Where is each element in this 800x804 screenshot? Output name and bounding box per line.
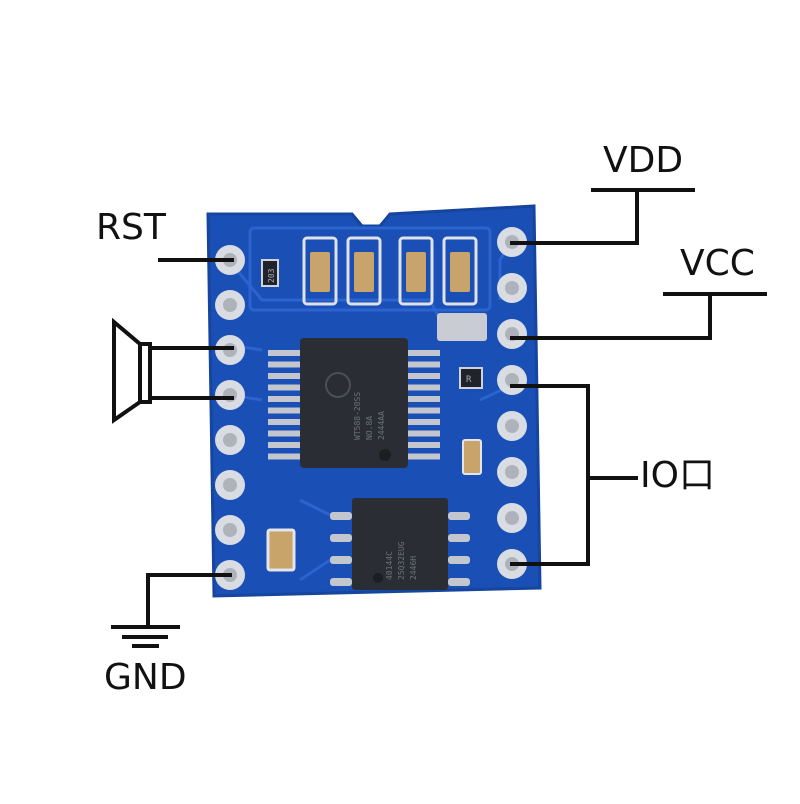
pad-left-hole (223, 478, 237, 492)
flash-chip-pin (330, 512, 352, 520)
pad-right-hole (505, 511, 519, 525)
capacitor-bottom-left (266, 528, 296, 572)
main-chip-text-3: 2444AA (377, 411, 386, 440)
flash-chip-pin (330, 556, 352, 564)
crystal-pad (437, 313, 487, 341)
component-outline (442, 236, 478, 306)
flash-chip: 40144C 25Q32EUG 2446H (330, 498, 470, 590)
main-chip-pin (268, 350, 300, 356)
flash-chip-pin (330, 578, 352, 586)
main-chip-pin (268, 430, 300, 437)
main-chip-pin (408, 350, 440, 356)
vcc-line (510, 292, 712, 340)
resistor-r (459, 367, 483, 389)
speaker-icon (112, 317, 152, 424)
rst-label: RST (96, 207, 166, 248)
main-chip-pin (408, 442, 440, 448)
flash-chip-pin (448, 512, 470, 520)
capacitor (450, 252, 470, 292)
main-chip-pin (408, 453, 440, 460)
pad-left-hole (223, 298, 237, 312)
capacitor (310, 252, 330, 292)
capacitor-right-1 (462, 439, 482, 475)
flash-chip-pin (330, 534, 352, 542)
main-chip-pin (268, 361, 300, 368)
main-chip-text-2: NO.8A (365, 416, 374, 440)
main-chip-pin (408, 361, 440, 368)
main-chip-pin (268, 373, 300, 379)
pad-left-hole (223, 523, 237, 537)
main-chip-pin (268, 396, 300, 402)
pad-right-hole (505, 419, 519, 433)
pcb-traces (228, 226, 514, 582)
flash-chip-text-1: 40144C (385, 551, 394, 580)
flash-chip-pins (330, 512, 470, 586)
main-chip-logo (325, 372, 351, 398)
flash-chip-body (352, 498, 448, 590)
component-outline (398, 236, 434, 306)
io-label: IO口 (640, 455, 715, 496)
resistor-203 (261, 259, 279, 287)
flash-chip-pin (448, 578, 470, 586)
top-components (302, 236, 478, 306)
flash-chip-pin (448, 534, 470, 542)
annotation-lines (111, 188, 767, 648)
main-chip-pin (408, 419, 440, 425)
main-chip-pin (268, 442, 300, 448)
resistor-203-code: 203 (267, 268, 276, 283)
main-chip-pin (408, 430, 440, 437)
main-chip-pins-right (408, 350, 440, 460)
side-components: R 203 (261, 259, 487, 572)
main-chip-pin (268, 384, 300, 391)
main-chip-pin (408, 407, 440, 414)
main-chip-pins-left (268, 350, 300, 460)
vcc-label: VCC (680, 243, 755, 284)
flash-chip-text-2: 25Q32EUG (397, 541, 406, 580)
pad-left-hole (223, 433, 237, 447)
pad-right-hole (505, 465, 519, 479)
capacitor (406, 252, 426, 292)
resistor-r-code: R (466, 375, 472, 385)
flash-chip-text-3: 2446H (409, 556, 418, 580)
pad-right-hole (505, 373, 519, 387)
main-chip-text-1: WT588-20SS (353, 392, 362, 440)
pad-right-hole (505, 281, 519, 295)
vdd-label: VDD (603, 140, 684, 181)
gnd-label: GND (104, 657, 187, 698)
main-chip: WT588-20SS NO.8A 2444AA (268, 338, 440, 468)
component-outline (302, 236, 338, 306)
gnd-line (146, 573, 232, 627)
main-chip-pin (408, 373, 440, 379)
main-chip-pin (268, 419, 300, 425)
flash-chip-dot (373, 573, 383, 583)
pads-left (215, 245, 245, 590)
main-chip-dot (379, 449, 391, 461)
main-chip-pin (408, 384, 440, 391)
vdd-line (510, 188, 639, 245)
component-outline (346, 236, 382, 306)
main-chip-pin (268, 453, 300, 460)
capacitor (354, 252, 374, 292)
io-bracket (510, 384, 590, 566)
main-chip-pin (268, 407, 300, 414)
main-chip-body (300, 338, 408, 468)
speaker-cone (112, 317, 142, 424)
flash-chip-pin (448, 556, 470, 564)
main-chip-pin (408, 396, 440, 402)
